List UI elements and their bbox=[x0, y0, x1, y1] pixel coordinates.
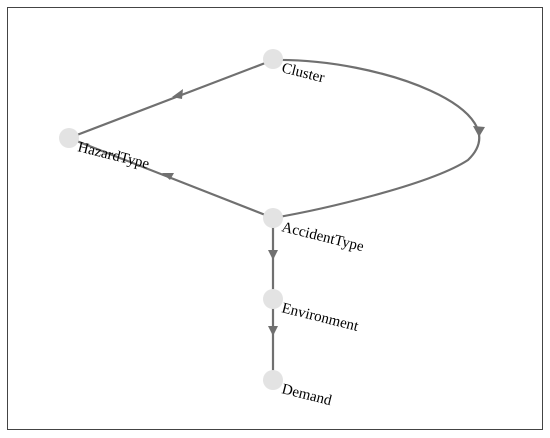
arrowhead-cluster-accidenttype bbox=[473, 126, 485, 137]
node-hazardtype-circle[interactable] bbox=[59, 128, 79, 148]
node-cluster-circle[interactable] bbox=[263, 49, 283, 69]
arrowhead-accidenttype-environment bbox=[268, 250, 278, 260]
node-environment-circle[interactable] bbox=[263, 289, 283, 309]
arrowhead-environment-demand bbox=[268, 326, 278, 336]
edge-cluster-hazardtype bbox=[68, 58, 274, 140]
edge-cluster-accidenttype bbox=[272, 58, 481, 220]
node-accidenttype-circle[interactable] bbox=[263, 208, 283, 228]
arrowhead-accidenttype-hazardtype bbox=[162, 173, 174, 180]
arrowheads-layer bbox=[162, 89, 485, 336]
node-demand-circle[interactable] bbox=[263, 370, 283, 390]
arrowhead-cluster-hazardtype bbox=[172, 89, 183, 99]
